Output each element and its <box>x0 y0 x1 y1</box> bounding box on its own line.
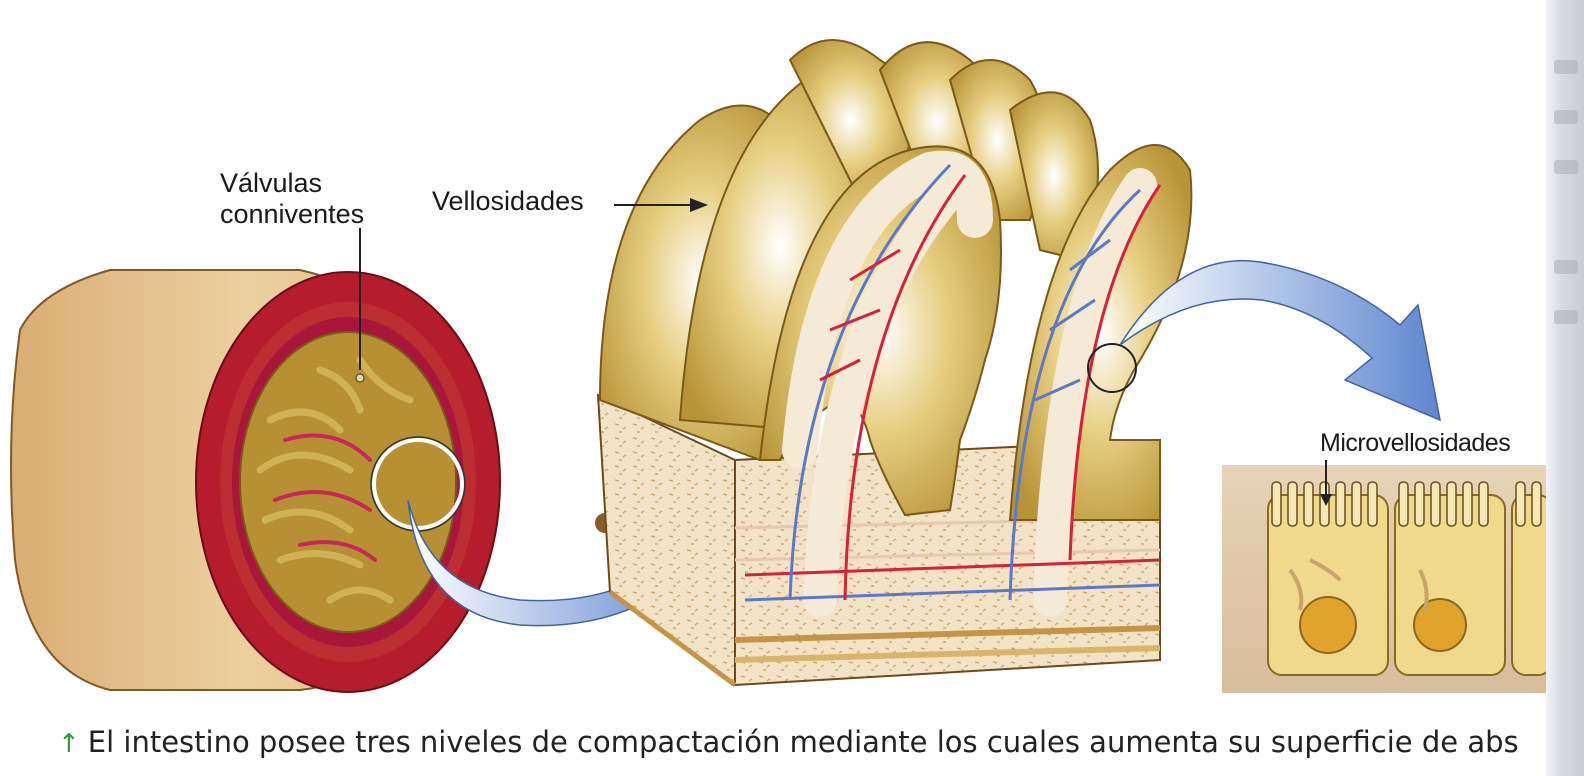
page-edge-mark <box>1554 160 1578 174</box>
vellosidades-leader <box>614 198 708 212</box>
figure-caption: ↑El intestino posee tres niveles de comp… <box>58 722 1548 764</box>
villi-block <box>596 39 1193 688</box>
valvulas-label-line-1: Válvulas <box>220 168 323 198</box>
book-page-edge <box>1546 0 1584 776</box>
microvilli-brush <box>1271 481 1542 527</box>
blue-arrow-2 <box>1119 260 1441 422</box>
caption-text: El intestino posee tres niveles de compa… <box>87 725 1519 759</box>
blood-vessels <box>744 163 1162 602</box>
page-edge-mark <box>1554 310 1578 324</box>
vellosidades-label: Vellosidades <box>432 186 584 216</box>
page-edge-mark <box>1554 260 1578 274</box>
microvilli-panel <box>1222 460 1553 693</box>
up-arrow-icon: ↑ <box>58 729 80 759</box>
page-edge-mark <box>1554 60 1578 74</box>
enterocyte-cells <box>1267 494 1553 676</box>
microvellosidades-label: Microvellosidades <box>1320 429 1511 457</box>
intestine-tube <box>10 269 732 693</box>
microvellosidades-leader <box>1320 460 1332 506</box>
valvulas-conniventes-folds <box>256 356 414 604</box>
zoom-circle-2 <box>1087 343 1137 393</box>
valvulas-label-line-2: conniventes <box>220 199 365 229</box>
valvulas-label: Válvulas conniventes <box>220 168 364 230</box>
page-edge-mark <box>1554 110 1578 124</box>
